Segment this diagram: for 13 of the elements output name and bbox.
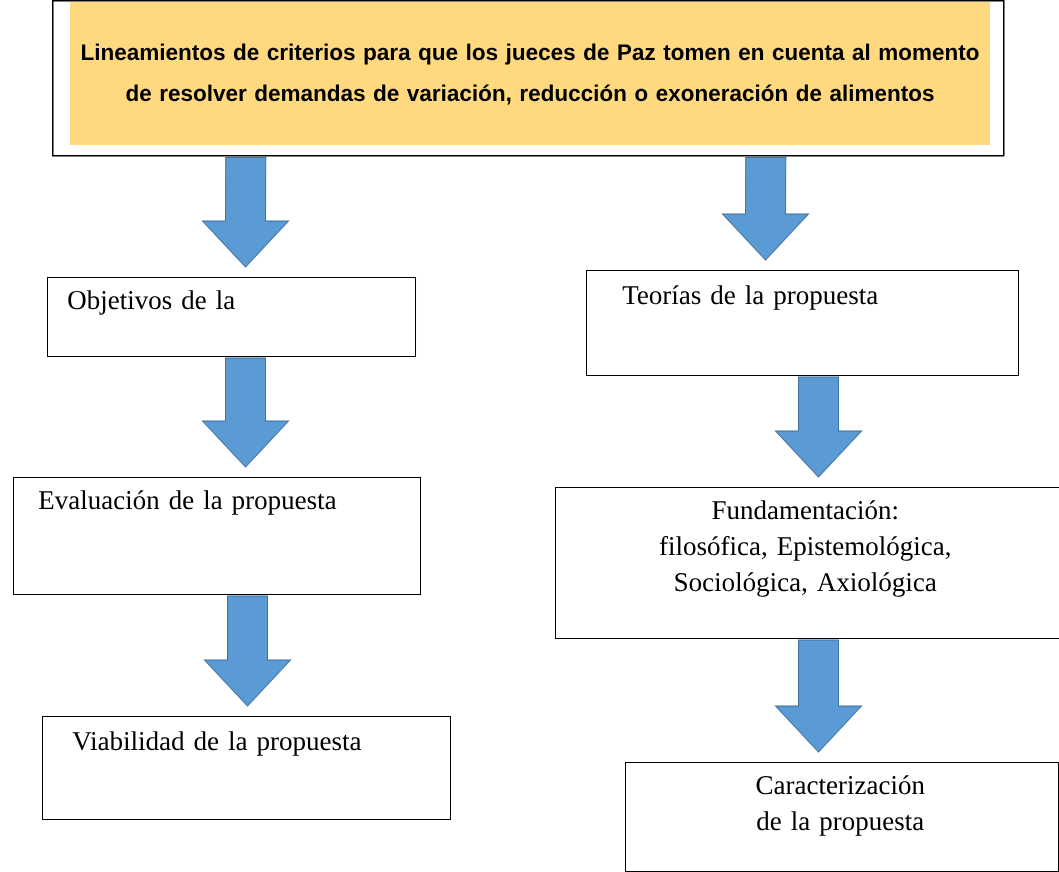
process-box: Teorías de la propuesta [586,270,1019,376]
block-arrow [722,157,809,261]
process-box: Objetivos de la [47,277,416,357]
process-box: Viabilidad de la propuesta [42,716,451,820]
block-arrow [202,357,289,468]
block-arrow [775,639,862,753]
block-arrow [202,157,289,268]
title-box: Lineamientos de criterios para que los jueces de Paz tomen en cuenta al momento de resolver demandas de variación, reducción o exoneración de alimentos [52,0,1005,157]
process-box: Caracterización de la propuesta [625,762,1059,872]
process-box: Fundamentación: filosófica, Epistemológica, Sociológica, Axiológica [555,487,1059,639]
process-box: Evaluación de la propuesta [13,477,421,595]
block-arrow [775,376,862,478]
block-arrow [204,595,291,707]
